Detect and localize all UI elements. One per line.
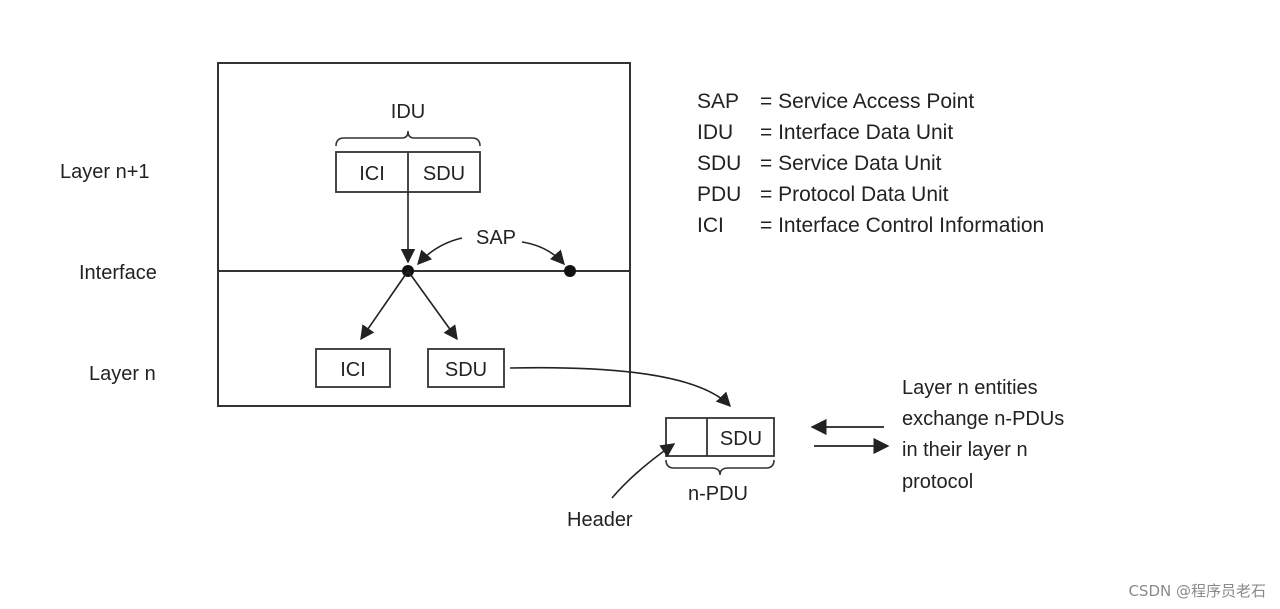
legend-abbr: PDU	[697, 183, 741, 206]
arrow-to-sdu	[407, 270, 458, 341]
legend-abbr: ICI	[697, 214, 724, 237]
legend-abbr: SAP	[697, 90, 739, 113]
header-label: Header	[567, 509, 633, 531]
layer-upper-label: Layer n+1	[60, 161, 150, 183]
sap-arrow-left	[417, 237, 463, 266]
sap-label: SAP	[476, 227, 516, 249]
ici-top-text: ICI	[359, 163, 385, 185]
legend-abbr: IDU	[697, 121, 733, 144]
sap-point-right	[564, 265, 576, 277]
layer-lower-label: Layer n	[89, 363, 156, 385]
note-line: in their layer n	[902, 439, 1028, 461]
legend-def: = Interface Data Unit	[760, 121, 953, 144]
watermark: CSDN @程序员老石	[1128, 582, 1266, 600]
legend-def: = Protocol Data Unit	[760, 183, 949, 206]
ici-bottom-box	[315, 348, 391, 388]
legend-def: = Interface Control Information	[760, 214, 1044, 237]
sap-arrow-right	[521, 241, 565, 266]
arrow-to-ici	[360, 270, 409, 341]
note-line: exchange n-PDUs	[902, 408, 1064, 430]
sdu-to-pdu-arrow	[509, 366, 731, 408]
sdu-bottom-box	[427, 348, 505, 388]
idu-label: IDU	[391, 101, 425, 123]
npdu-label: n-PDU	[688, 483, 748, 505]
sdu-top-text: SDU	[423, 163, 465, 185]
note-line: protocol	[902, 471, 973, 493]
npdu-box	[665, 417, 775, 457]
ici-bottom-text: ICI	[340, 359, 366, 381]
idu-brace	[335, 130, 481, 147]
exchange-note: Layer n entities exchange n-PDUs in thei…	[902, 377, 1064, 493]
legend-abbr: SDU	[697, 152, 741, 175]
layer-frame	[217, 62, 631, 407]
npdu-brace	[665, 459, 775, 476]
legend: SAP = Service Access Point IDU = Interfa…	[697, 90, 1044, 237]
sdu-bottom-text: SDU	[445, 359, 487, 381]
legend-def: = Service Access Point	[760, 90, 974, 113]
sdu-pdu-text: SDU	[720, 428, 762, 450]
header-arrow	[611, 443, 676, 499]
interface-label: Interface	[79, 262, 157, 284]
note-line: Layer n entities	[902, 377, 1038, 399]
legend-def: = Service Data Unit	[760, 152, 942, 175]
